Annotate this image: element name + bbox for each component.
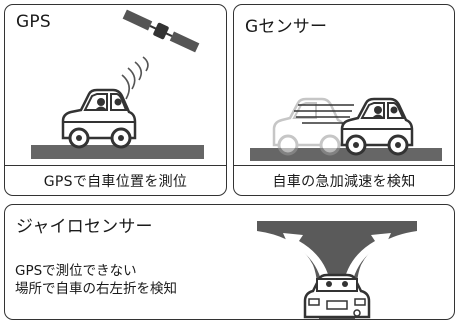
gyro-description-line-1: GPSで測位できない — [15, 263, 137, 279]
g-sensor-panel-title: Gセンサー — [245, 17, 328, 37]
car-rear-icon — [303, 273, 371, 319]
gyro-panel-title: ジャイロセンサー — [16, 217, 153, 237]
car-icon — [340, 97, 414, 156]
car-icon — [61, 88, 137, 149]
satellite-icon — [122, 9, 200, 53]
gps-panel-caption: GPSで自車位置を測位 — [5, 165, 226, 195]
g-sensor-panel-caption: 自車の急加減速を検知 — [234, 165, 454, 195]
signal-waves-icon — [121, 56, 149, 100]
gps-panel: GPS — [4, 4, 227, 196]
gps-illustration — [31, 9, 204, 159]
g-sensor-illustration — [250, 97, 442, 161]
ground-bar — [31, 145, 204, 159]
motion-lines-icon — [294, 104, 354, 124]
gyro-sensor-panel: ジャイロセンサー GPSで測位できない 場所で自車の右左折を検知 — [4, 204, 455, 320]
gyro-description-line-2: 場所で自車の右左折を検知 — [15, 281, 177, 297]
ghost-car-icon — [272, 97, 346, 156]
gyro-illustration — [257, 221, 417, 319]
gyro-panel-description: GPSで測位できない 場所で自車の右左折を検知 — [15, 262, 177, 298]
gps-panel-title: GPS — [16, 12, 51, 32]
g-sensor-panel: Gセンサー — [233, 4, 455, 196]
